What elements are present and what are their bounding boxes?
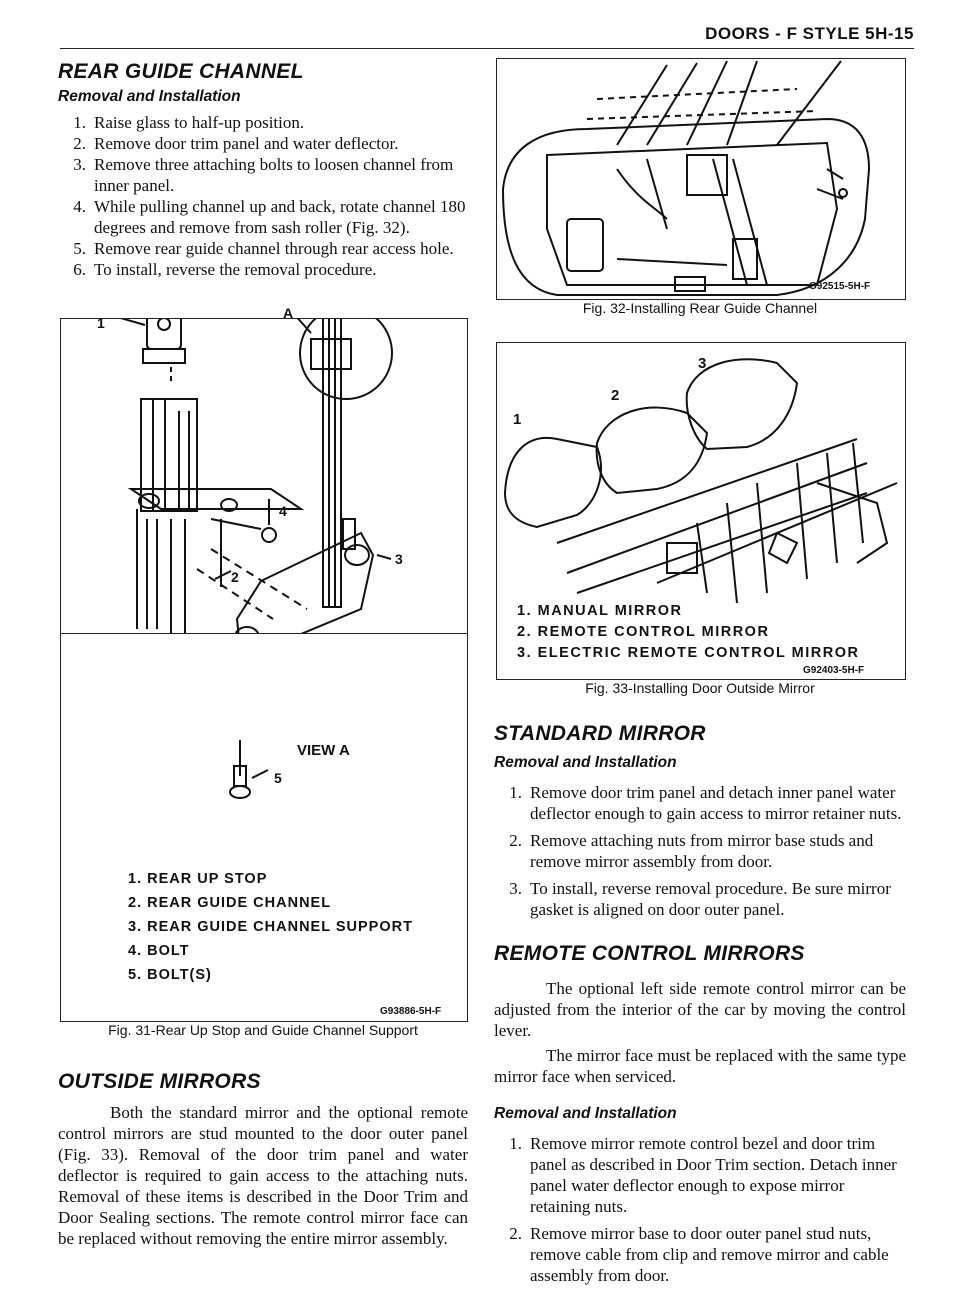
outside-mirrors-heading: OUTSIDE MIRRORS [58, 1070, 261, 1093]
fig31-code: G93886-5H-F [380, 1006, 442, 1017]
fig31-spacer [60, 318, 466, 632]
rear-guide-subheading: Removal and Installation [58, 88, 241, 105]
legend-item: 1. MANUAL MIRROR [517, 603, 683, 619]
list-item: 6.To install, reverse the removal proced… [73, 260, 377, 279]
fig32-caption: Fig. 32-Installing Rear Guide Channel [582, 300, 818, 316]
rear-guide-steps: 1.Raise glass to half-up position. 2.Rem… [58, 112, 468, 280]
callout-1: 1 [97, 315, 105, 331]
fig33-code: G92403-5H-F [803, 665, 865, 676]
fig32-illustration [501, 60, 871, 296]
legend-item: 1. REAR UP STOP [128, 871, 268, 887]
callout-2: 2 [611, 387, 620, 404]
page-header: DOORS - F STYLE 5H-15 [705, 24, 914, 43]
legend-item: 2. REAR GUIDE CHANNEL [128, 895, 332, 911]
list-item: 3.Remove three attaching bolts to loosen… [73, 155, 454, 195]
fig33-box: 3 2 1 1. MANUAL MIRROR 2. REMOTE CONTROL… [496, 342, 906, 680]
view-a-label: VIEW A [297, 742, 350, 759]
outside-mirrors-paragraph: Both the standard mirror and the optiona… [58, 1103, 468, 1248]
list-item: 1.Remove door trim panel and detach inne… [509, 783, 902, 823]
list-item: 2.Remove mirror base to door outer panel… [509, 1224, 889, 1285]
list-item: 4.While pulling channel up and back, rot… [73, 197, 466, 237]
fig33-caption: Fig. 33-Installing Door Outside Mirror [585, 680, 815, 696]
list-item: 1.Raise glass to half-up position. [73, 113, 305, 132]
remote-mirrors-paragraph: The optional left side remote control mi… [494, 979, 906, 1040]
legend-item: 2. REMOTE CONTROL MIRROR [517, 624, 770, 640]
callout-3: 3 [698, 355, 707, 372]
fig33-legend: 1. MANUAL MIRROR 2. REMOTE CONTROL MIRRO… [517, 601, 859, 664]
header-rule [60, 48, 914, 49]
outside-mirrors-section: OUTSIDE MIRRORS Both the standard mirror… [58, 1070, 468, 1249]
remote-mirrors-subheading: Removal and Installation [494, 1105, 677, 1122]
callout-2: 2 [231, 569, 239, 585]
bolt-5-icon [229, 740, 269, 799]
fig31-box: 1 A 4 2 3 [60, 305, 468, 634]
fig31-overlay: VIEW A [60, 318, 466, 759]
remote-mirrors-heading: REMOTE CONTROL MIRRORS [494, 942, 805, 965]
rear-guide-heading: REAR GUIDE CHANNEL [58, 60, 304, 83]
legend-item: 3. REAR GUIDE CHANNEL SUPPORT [128, 919, 413, 935]
rear-guide-section: REAR GUIDE CHANNEL Removal and Installat… [58, 60, 468, 280]
standard-mirror-heading: STANDARD MIRROR [494, 722, 706, 745]
list-item: 2.Remove attaching nuts from mirror base… [509, 831, 874, 871]
standard-mirror-section: STANDARD MIRROR Removal and Installation… [494, 722, 906, 1286]
callout-4: 4 [279, 503, 287, 519]
legend-item: 5. BOLT(S) [128, 967, 212, 983]
list-item: 1.Remove mirror remote control bezel and… [509, 1134, 897, 1216]
list-item: 3.To install, reverse removal procedure.… [509, 879, 891, 919]
fig32-code: G92515-5H-F [809, 281, 871, 292]
fig33-illustration [503, 358, 898, 604]
remote-mirrors-paragraph: The mirror face must be replaced with th… [494, 1046, 906, 1086]
callout-5: 5 [274, 770, 282, 786]
callout-a: A [283, 305, 294, 321]
callout-1: 1 [513, 411, 522, 428]
list-item: 5.Remove rear guide channel through rear… [73, 239, 454, 258]
list-item: 2.Remove door trim panel and water defle… [73, 134, 399, 153]
standard-mirror-steps: 1.Remove door trim panel and detach inne… [494, 782, 906, 920]
fig31-caption: Fig. 31-Rear Up Stop and Guide Channel S… [108, 1022, 418, 1038]
fig31-illustration [120, 319, 393, 633]
legend-item: 3. ELECTRIC REMOTE CONTROL MIRROR [517, 645, 860, 661]
legend-item: 4. BOLT [128, 943, 190, 959]
standard-mirror-subheading: Removal and Installation [494, 754, 677, 771]
remote-mirrors-steps: 1.Remove mirror remote control bezel and… [494, 1133, 906, 1286]
fig31-legend: 1. REAR UP STOP 2. REAR GUIDE CHANNEL 3.… [128, 867, 413, 987]
callout-3: 3 [395, 551, 403, 567]
fig32-box: G92515-5H-F [496, 58, 906, 300]
